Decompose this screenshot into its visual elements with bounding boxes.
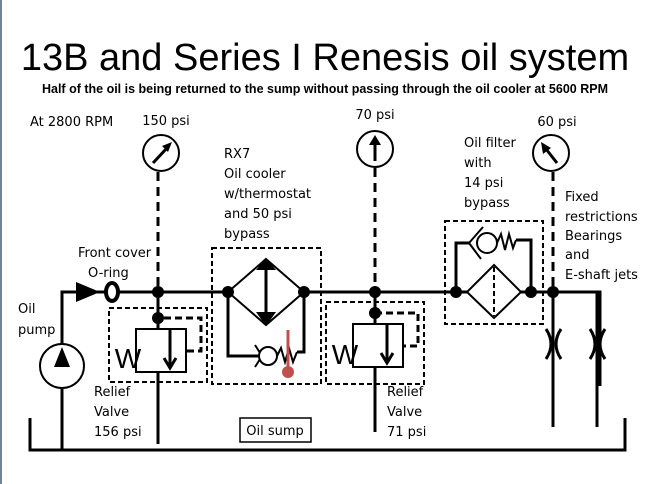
pressure-gauge-1-icon <box>142 134 180 298</box>
fixed-restriction-eshaft-jets <box>588 292 607 427</box>
oil-cooler-label-line5: bypass <box>224 227 270 242</box>
relief-valve-1-label-line1: Relief <box>94 385 131 400</box>
oil-pump-label-line2: pump <box>18 323 55 338</box>
oil-pump-label-line1: Oil <box>18 302 35 317</box>
spring-symbol-1: W <box>115 343 142 374</box>
oil-filter-label-line1: Oil filter <box>464 136 516 151</box>
oil-cooler <box>211 247 322 385</box>
oil-cooler-label-line4: and 50 psi <box>224 207 292 222</box>
oil-filter-label-line2: with <box>464 156 492 171</box>
front-cover-label-line2: O-ring <box>88 266 129 281</box>
restrictions-label-line2: restrictions <box>565 210 638 225</box>
thermostat-icon <box>282 330 294 378</box>
o-ring-icon <box>104 281 120 303</box>
oil-cooler-label-line2: Oil cooler <box>224 167 286 182</box>
relief-valve-1-label-line2: Valve <box>94 405 129 420</box>
restrictions-label-line3: Bearings <box>565 229 622 244</box>
pressure-gauge-3-icon <box>532 134 570 298</box>
rpm-note: At 2800 RPM <box>30 115 113 130</box>
fixed-restriction-bearings <box>544 292 563 427</box>
restrictions-label-line4: and <box>565 248 589 263</box>
spring-symbol-2: W <box>332 339 359 370</box>
flow-direction-arrow-icon <box>76 282 100 302</box>
oil-filter-label-line4: bypass <box>464 196 510 211</box>
diagram-title: 13B and Series I Renesis oil system <box>21 37 629 79</box>
oil-pump <box>39 343 85 450</box>
relief-valve-2-label-line1: Relief <box>387 385 424 400</box>
relief-valve-2-label-line3: 71 psi <box>387 425 426 440</box>
sump-return-line <box>28 418 627 452</box>
oil-sump-label: Oil sump <box>246 424 304 439</box>
pressure-gauge-2-icon <box>356 130 394 298</box>
gauge-2-label: 70 psi <box>355 108 394 123</box>
oil-filter-label-line3: 14 psi <box>464 176 503 191</box>
oil-sump-box: Oil sump <box>239 417 312 443</box>
restrictions-label-line1: Fixed <box>565 190 599 205</box>
relief-valve-1: W <box>108 292 208 444</box>
window-edge <box>0 0 2 484</box>
gauge-1-label: 150 psi <box>142 114 190 129</box>
gauge-3-label: 60 psi <box>537 115 576 130</box>
oil-cooler-label-line3: w/thermostat <box>224 187 311 202</box>
front-cover-label-line1: Front cover <box>78 246 152 261</box>
oil-cooler-label-line1: RX7 <box>224 147 250 162</box>
relief-valve-2: W <box>325 292 425 432</box>
diagram-subtitle: Half of the oil is being returned to the… <box>42 82 608 96</box>
restrictions-label-line5: E-shaft jets <box>565 268 638 283</box>
relief-valve-1-label-line3: 156 psi <box>94 425 142 440</box>
oil-filter <box>444 220 544 325</box>
relief-valve-2-label-line2: Valve <box>387 405 422 420</box>
